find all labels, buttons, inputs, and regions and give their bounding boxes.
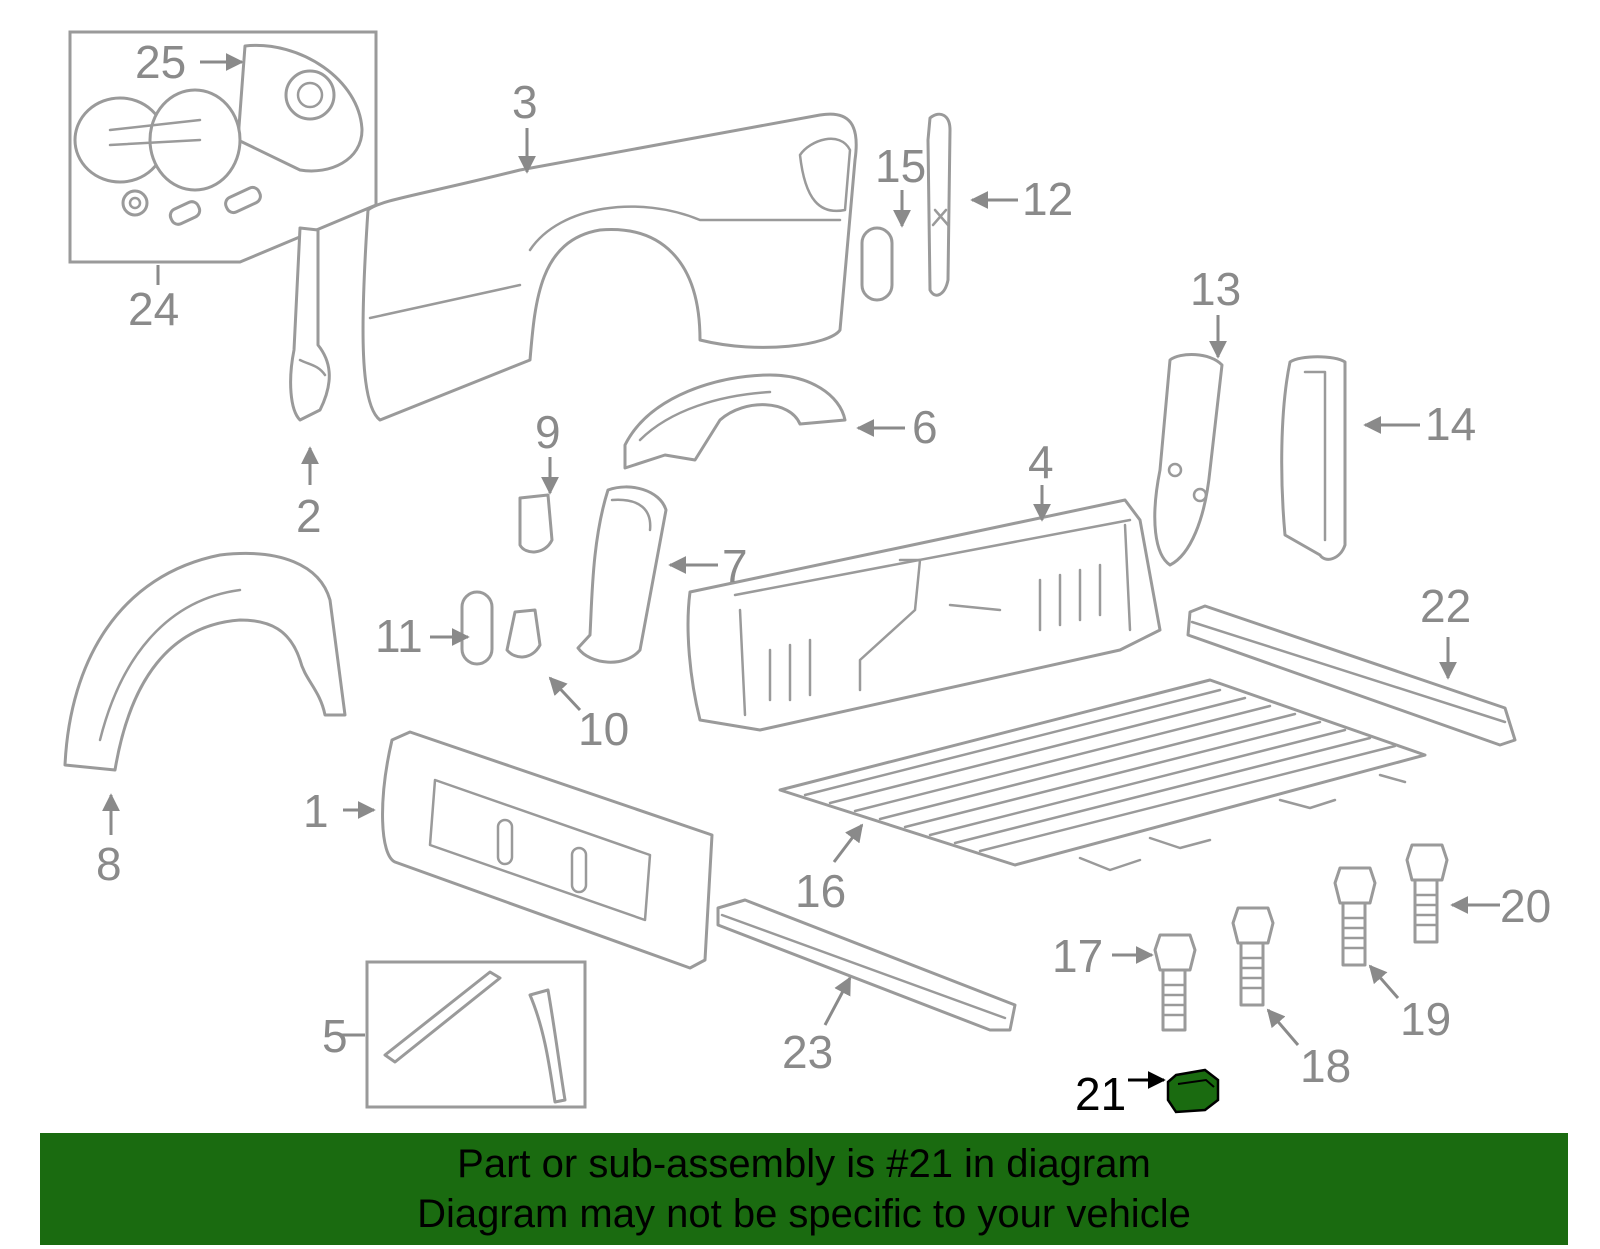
callout-1: 1 <box>303 785 329 837</box>
callout-7: 7 <box>722 540 748 592</box>
part-6-wheelhouse-outer <box>623 373 847 470</box>
part-23-bed-sill <box>716 898 1017 1032</box>
part-4-bed-front-panel <box>686 498 1162 732</box>
callout-9: 9 <box>535 406 561 458</box>
part-11-plug <box>460 590 494 666</box>
callout-18: 18 <box>1300 1040 1351 1092</box>
part-15-plug <box>860 226 894 302</box>
part-10-bumper-block <box>505 608 542 659</box>
callout-12: 12 <box>1022 173 1073 225</box>
callout-23: 23 <box>782 1026 833 1078</box>
callout-22: 22 <box>1420 580 1471 632</box>
part-12-stake-pocket-strip <box>926 112 952 297</box>
fuel-filler-housing <box>236 43 364 173</box>
callout-10: 10 <box>578 703 629 755</box>
callout-20: 20 <box>1500 880 1551 932</box>
part-14-rear-pillar-outer <box>1280 355 1347 561</box>
part-19-bolt <box>1333 866 1377 967</box>
part-13-rear-pillar-inner <box>1153 353 1224 567</box>
part-16-bed-floor <box>778 678 1427 872</box>
callout-8: 8 <box>96 838 122 890</box>
part-20-bolt <box>1405 843 1449 944</box>
part-9-clip <box>518 493 554 554</box>
callout-19: 19 <box>1400 993 1451 1045</box>
callout-labels: 25 24 3 2 15 12 13 14 9 6 4 7 11 10 22 8… <box>96 36 1551 1120</box>
part-22-bed-rail <box>1186 604 1517 747</box>
part-8-fender-flare <box>63 551 347 772</box>
callout-13: 13 <box>1190 263 1241 315</box>
info-banner: Part or sub-assembly is #21 in diagram D… <box>40 1133 1568 1245</box>
part-18-bolt <box>1231 906 1275 1007</box>
callout-14: 14 <box>1425 398 1476 450</box>
fuel-door-fasteners <box>121 185 262 226</box>
banner-line-2: Diagram may not be specific to your vehi… <box>417 1192 1191 1236</box>
callout-4: 4 <box>1028 436 1054 488</box>
callout-5: 5 <box>322 1010 348 1062</box>
fuel-door <box>73 88 242 192</box>
banner-line-1: Part or sub-assembly is #21 in diagram <box>457 1142 1151 1186</box>
fuel-door-inset <box>68 30 378 264</box>
part-21-nut[interactable] <box>1166 1068 1220 1114</box>
callout-21[interactable]: 21 <box>1075 1068 1126 1120</box>
leader-lines <box>102 53 1500 1089</box>
callout-16: 16 <box>795 865 846 917</box>
callout-24: 24 <box>128 283 179 335</box>
callout-2: 2 <box>296 490 322 542</box>
part-5-seal-inset <box>365 960 587 1109</box>
part-3-bed-side-panel <box>361 112 858 422</box>
part-17-bolt <box>1153 933 1197 1032</box>
callout-15: 15 <box>875 140 926 192</box>
callout-17: 17 <box>1052 930 1103 982</box>
part-1-tailgate <box>381 730 714 970</box>
callout-11: 11 <box>375 610 423 662</box>
part-2-front-pillar <box>289 226 331 422</box>
callout-25: 25 <box>135 36 186 88</box>
callout-3: 3 <box>512 76 538 128</box>
part-7-wheelhouse-inner <box>576 485 668 664</box>
callout-6: 6 <box>912 401 938 453</box>
